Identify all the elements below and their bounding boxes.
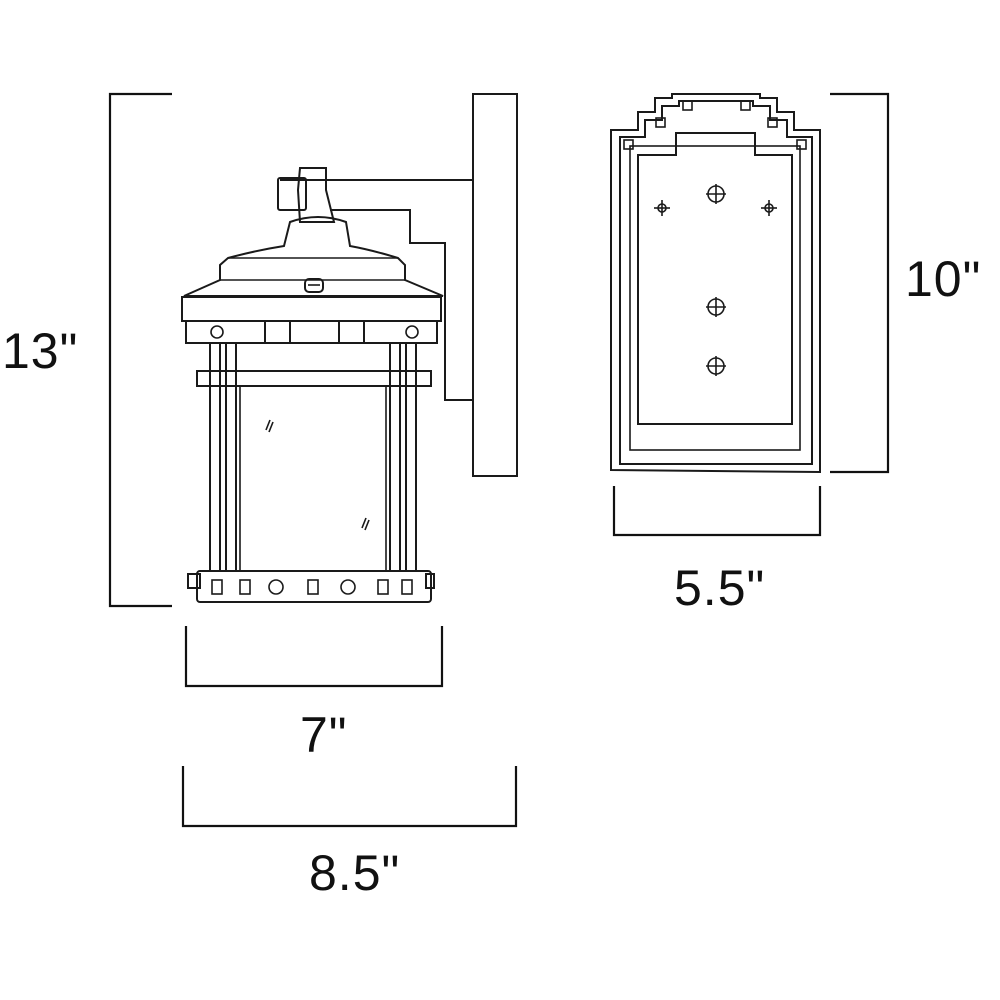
overall-height-bracket xyxy=(108,92,172,608)
glass-panel xyxy=(239,385,387,572)
backplate-inner-panel xyxy=(637,132,793,425)
screw-icon xyxy=(654,200,670,216)
backplate-height-bracket xyxy=(830,92,890,474)
bottom-band-cutouts xyxy=(211,579,413,595)
backplate-front-view xyxy=(610,93,821,474)
backplate-outline xyxy=(610,93,821,474)
overall-height-label: 13" xyxy=(2,323,78,379)
right-posts xyxy=(389,342,401,572)
lantern-cap xyxy=(183,216,444,297)
arm-knuckle xyxy=(277,177,307,211)
overall-depth-label: 8.5" xyxy=(309,845,400,901)
screw-icon xyxy=(706,297,726,317)
lantern-side-view xyxy=(181,93,518,603)
screw-icon xyxy=(706,356,726,376)
screw-icon xyxy=(761,200,777,216)
top-band xyxy=(181,296,442,322)
screw-icon xyxy=(706,184,726,204)
cap-screw xyxy=(304,278,324,293)
backplate-width-bracket xyxy=(612,486,822,537)
lantern-width-bracket xyxy=(184,626,444,688)
backplate-height-label: 10" xyxy=(905,251,981,307)
backplate-side xyxy=(472,93,518,477)
dimension-lines xyxy=(108,92,890,828)
mounting-screws xyxy=(654,184,777,376)
mid-band xyxy=(196,370,432,387)
bottom-band xyxy=(196,570,432,603)
lantern-width-label: 7" xyxy=(300,707,348,763)
overall-depth-bracket xyxy=(181,766,518,828)
left-posts xyxy=(209,342,221,572)
backplate-width-label: 5.5" xyxy=(674,560,765,616)
